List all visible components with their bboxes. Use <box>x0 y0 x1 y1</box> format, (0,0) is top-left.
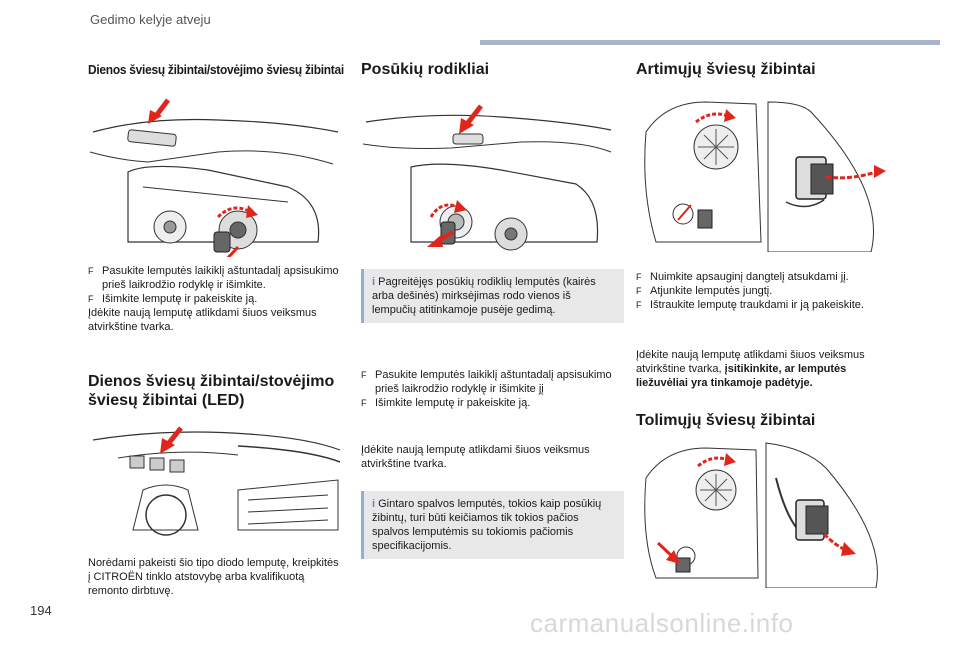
watermark: carmanualsonline.info <box>530 608 794 638</box>
page-number: 194 <box>30 603 52 618</box>
led-illustration <box>92 426 341 536</box>
dipped-step-3: F Ištraukite lemputę traukdami ir ją pak… <box>636 299 864 311</box>
dipped-beam-title: Artimųjų šviesų žibintai <box>636 61 816 78</box>
column-dipped-beam: Artimųjų šviesų žibintai <box>636 60 891 79</box>
drl-bulb-illustration <box>89 98 339 257</box>
main-beam-illustration <box>644 442 878 588</box>
indicator-step-2: F Išimkite lemputę ir pakeiskite ją. <box>361 397 531 409</box>
drl-step-2: F Išimkite lemputę ir pakeiskite ją. <box>88 293 258 305</box>
bullet-icon: F <box>636 300 642 310</box>
indicator-bulb-illustration <box>362 104 612 251</box>
info-icon: i <box>372 498 379 510</box>
bullet-icon: F <box>636 286 642 296</box>
dipped-refit-block: Įdėkite naują lemputę atlikdami šiuos ve… <box>636 348 891 390</box>
section-header: Gedimo kelyje atveju <box>90 12 211 27</box>
main-beam-section: Tolimųjų šviesų žibintai <box>636 411 891 430</box>
dipped-beam-illustration <box>644 101 886 252</box>
column-indicators: Posūkių rodikliai <box>361 60 616 79</box>
amber-info-box: i Gintaro spalvos lemputės, tokios kaip … <box>361 491 624 559</box>
info-icon: i <box>372 276 379 288</box>
header-bar <box>480 40 940 45</box>
drl-title: Dienos šviesų žibintai/stovėjimo šviesų … <box>88 62 344 77</box>
drl-step-1: F Pasukite lemputės laikiklį aštuntadalį… <box>88 265 339 291</box>
led-text-block: Norėdami pakeisti šio tipo diodo lemputę… <box>88 556 343 598</box>
led-text: Norėdami pakeisti šio tipo diodo lemputę… <box>88 557 339 597</box>
drl-steps: F Pasukite lemputės laikiklį aštuntadalį… <box>88 264 343 334</box>
led-title: Dienos šviesų žibintai/stovėjimo šviesų … <box>88 373 335 409</box>
dipped-step-1: F Nuimkite apsauginį dangtelį atsukdami … <box>636 271 849 283</box>
bullet-icon: F <box>361 370 367 380</box>
indicator-refit-text: Įdėkite naują lemputę atlikdami šiuos ve… <box>361 444 590 470</box>
amber-info-text: Gintaro spalvos lemputės, tokios kaip po… <box>372 498 602 552</box>
dipped-refit-text: Įdėkite naują lemputę atlikdami šiuos ve… <box>636 349 865 389</box>
drl-refit-text: Įdėkite naują lemputę atlikdami šiuos ve… <box>88 307 317 333</box>
indicator-info-box: i Pagreitėjęs posūkių rodiklių lemputės … <box>361 269 624 323</box>
dipped-step-2: F Atjunkite lemputės jungtį. <box>636 285 773 297</box>
bullet-icon: F <box>88 266 94 276</box>
column-drl: Dienos šviesų žibintai/stovėjimo šviesų … <box>88 60 344 79</box>
indicator-info-text: Pagreitėjęs posūkių rodiklių lemputės (k… <box>372 276 596 316</box>
dipped-refit-warning: įsitikinkite, ar lemputės liežuvėliai yr… <box>636 363 847 389</box>
indicator-step-1: F Pasukite lemputės laikiklį aštuntadalį… <box>361 369 612 395</box>
bullet-icon: F <box>88 294 94 304</box>
indicator-steps: F Pasukite lemputės laikiklį aštuntadalį… <box>361 368 616 410</box>
dipped-beam-steps: F Nuimkite apsauginį dangtelį atsukdami … <box>636 270 891 312</box>
indicator-refit-block: Įdėkite naują lemputę atlikdami šiuos ve… <box>361 443 616 471</box>
bullet-icon: F <box>361 398 367 408</box>
indicators-title: Posūkių rodikliai <box>361 61 490 78</box>
led-section: Dienos šviesų žibintai/stovėjimo šviesų … <box>88 372 343 410</box>
bullet-icon: F <box>636 272 642 282</box>
main-beam-title: Tolimųjų šviesų žibintai <box>636 412 816 429</box>
